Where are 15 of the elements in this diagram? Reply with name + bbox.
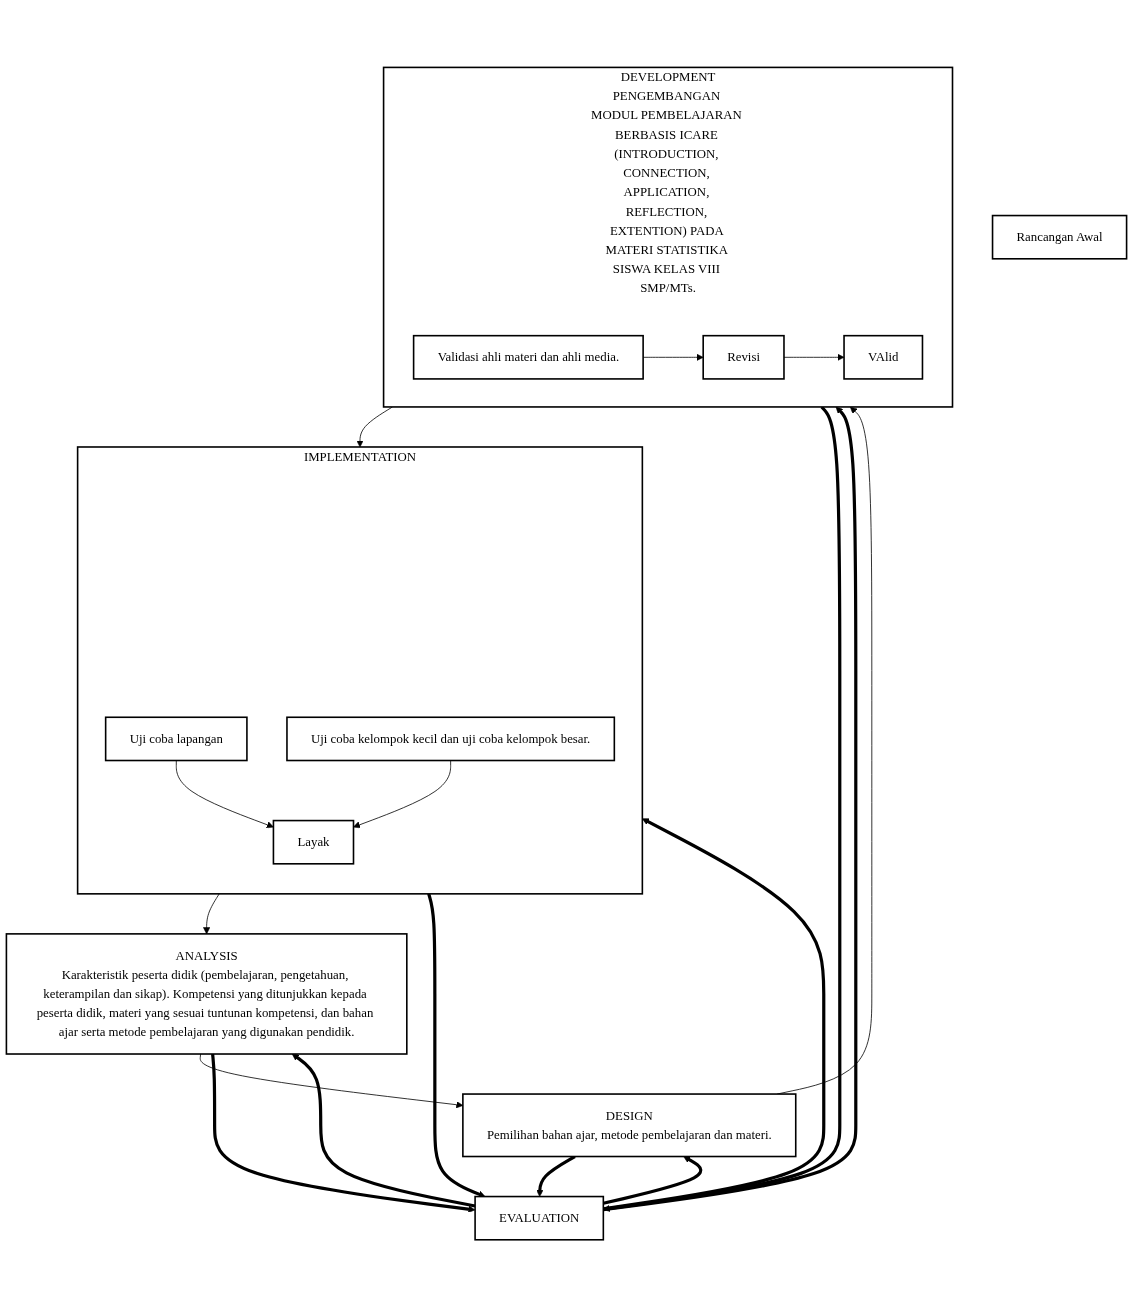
- node-box: Rancangan Awal: [991, 215, 1128, 260]
- arrow: [427, 893, 486, 1198]
- node-box: Validasi ahli materi dan ahli media.: [412, 335, 644, 381]
- node-box: ANALYSIS Karakteristik peserta didik (pembelajaran, pengetahuan, keterampilan dan sikap). Kompetensi yang ditunjukkan kepada peserta didik, materi yang sesuai tuntunan kompetensi, dan bahan ajar serta metode pembelajaran yang digunakan pendidik.: [5, 933, 408, 1056]
- node-box: Uji coba lapangan: [104, 716, 248, 762]
- arrow: [536, 1155, 576, 1198]
- node-box: VAlid: [843, 335, 924, 381]
- node-box: DESIGN Pemilihan bahan ajar, metode pembelajaran dan materi.: [462, 1093, 797, 1158]
- arrow: [291, 1054, 476, 1208]
- node-box: Layak: [272, 820, 355, 865]
- node-box: Revisi: [702, 335, 785, 381]
- node-box: Uji coba kelompok kecil dan uji coba kelompok besar.: [286, 716, 616, 762]
- arrow: [211, 1054, 476, 1213]
- arrow: [603, 818, 826, 1211]
- node-box: EVALUATION: [474, 1196, 605, 1241]
